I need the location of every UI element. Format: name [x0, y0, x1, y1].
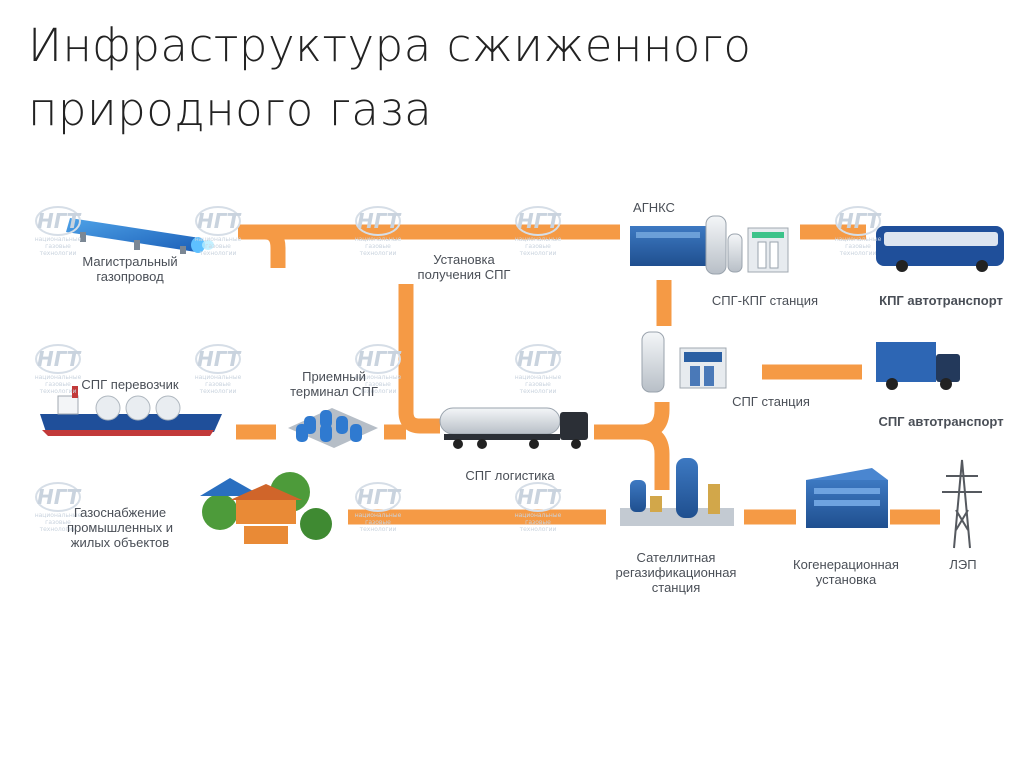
pipelines — [236, 224, 940, 525]
trunk-pipeline-icon — [66, 218, 214, 254]
power-tower-icon — [942, 459, 982, 549]
lng-carrier-icon — [40, 386, 222, 436]
page-title: Инфраструктура сжиженного природного газ… — [28, 19, 752, 136]
label-power-line: ЛЭП — [949, 557, 977, 572]
bus-icon — [876, 226, 1004, 272]
lng-station-icon — [641, 331, 727, 393]
label-lng-carrier: СПГ перевозчик — [81, 377, 179, 392]
label-cng-transport: КПГ автотранспорт — [879, 293, 1003, 308]
label-receiving-terminal: Приемный терминал СПГ — [290, 369, 378, 399]
label-lng-transport: СПГ автотранспорт — [878, 414, 1004, 429]
van-icon — [876, 342, 960, 390]
label-lng-cng-station: СПГ-КПГ станция — [711, 293, 819, 308]
lng-tanker-truck-icon — [439, 407, 588, 449]
label-satellite-station: Сателлитная регазификационная станция — [615, 550, 737, 595]
pipe-fork-down — [639, 424, 670, 490]
label-lng-station: СПГ станция — [732, 394, 810, 409]
agnks-icon — [630, 215, 789, 275]
houses-icon — [200, 472, 332, 544]
label-trunk-pipeline: Магистральный газопровод — [82, 254, 178, 284]
pipe-plant-to-logistics — [398, 284, 440, 434]
receiving-terminal-icon — [288, 408, 378, 448]
label-cogeneration: Когенерационная установка — [793, 557, 899, 587]
satellite-regas-station-icon — [620, 458, 734, 526]
cogeneration-unit-icon — [806, 468, 888, 528]
label-lng-logistics: СПГ логистика — [465, 468, 555, 483]
pipe-top-branch-down — [264, 224, 286, 268]
label-agnks: АГНКС — [633, 200, 675, 215]
label-lng-plant: Установка получения СПГ — [417, 252, 511, 282]
label-gas-supply: Газоснабжение промышленных и жилых объек… — [66, 505, 174, 550]
